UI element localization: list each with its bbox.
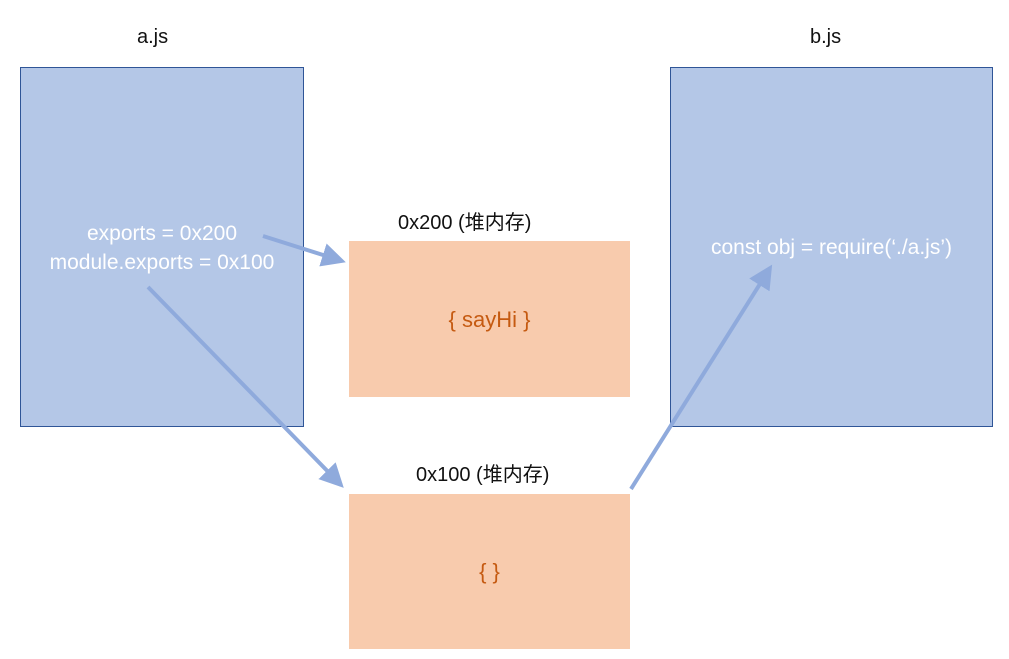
module-b-title: b.js (810, 26, 842, 48)
module-b-box: const obj = require(‘./a.js’) (670, 67, 993, 427)
heap-0x100-label: 0x100 (堆内存) (416, 464, 550, 486)
module-a-module-exports-line: module.exports = 0x100 (49, 251, 275, 274)
module-a-exports-line: exports = 0x200 (86, 222, 237, 245)
heap-0x100-box: { } (349, 494, 630, 649)
heap-0x100-content: { } (479, 559, 500, 584)
heap-0x200-content: { sayHi } (448, 307, 531, 332)
module-b-require-line: const obj = require(‘./a.js’) (710, 236, 953, 259)
module-a-title: a.js (137, 26, 169, 48)
module-a-box: exports = 0x200 module.exports = 0x100 (20, 67, 304, 427)
heap-0x200-box: { sayHi } (349, 241, 630, 397)
heap-0x200-label: 0x200 (堆内存) (398, 212, 532, 234)
